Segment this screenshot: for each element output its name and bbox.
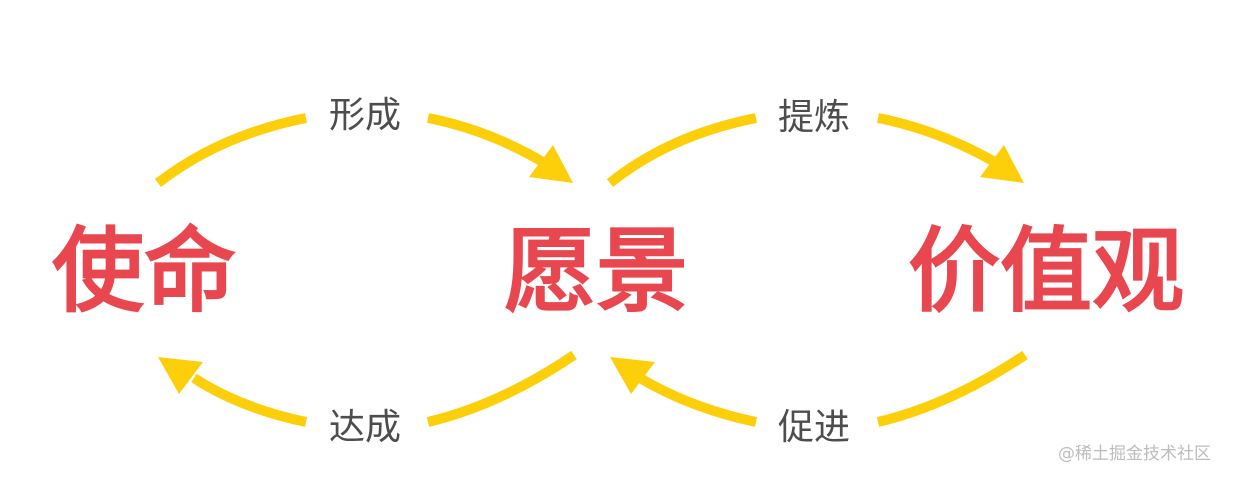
arrow-vision-to-mission-right — [426, 350, 577, 427]
arrow-vision-to-values-left — [606, 113, 757, 187]
node-mission: 使命 — [52, 218, 237, 325]
arrow-mission-to-vision-right — [427, 113, 551, 170]
arrow-values-to-vision-right — [876, 350, 1028, 427]
arrowhead-vision-bottom — [610, 357, 655, 394]
node-values: 价值观 — [908, 218, 1185, 325]
edge-label-form: 形成 — [329, 95, 402, 136]
edge-label-achieve: 达成 — [329, 407, 402, 448]
arrowhead-mission-bottom — [158, 357, 203, 394]
arrow-values-to-vision-left — [637, 373, 758, 427]
arrow-vision-to-mission-left — [191, 373, 308, 427]
node-vision: 愿景 — [504, 218, 689, 325]
edge-label-refine: 提炼 — [778, 97, 851, 138]
edge-label-promote: 促进 — [778, 407, 851, 448]
arrowhead-vision-top — [529, 145, 573, 183]
watermark: @稀土掘金技术社区 — [1058, 444, 1211, 464]
arrowhead-values-top — [980, 145, 1024, 183]
arrow-vision-to-values-right — [877, 113, 1003, 170]
arrow-mission-to-vision-left — [154, 113, 307, 187]
